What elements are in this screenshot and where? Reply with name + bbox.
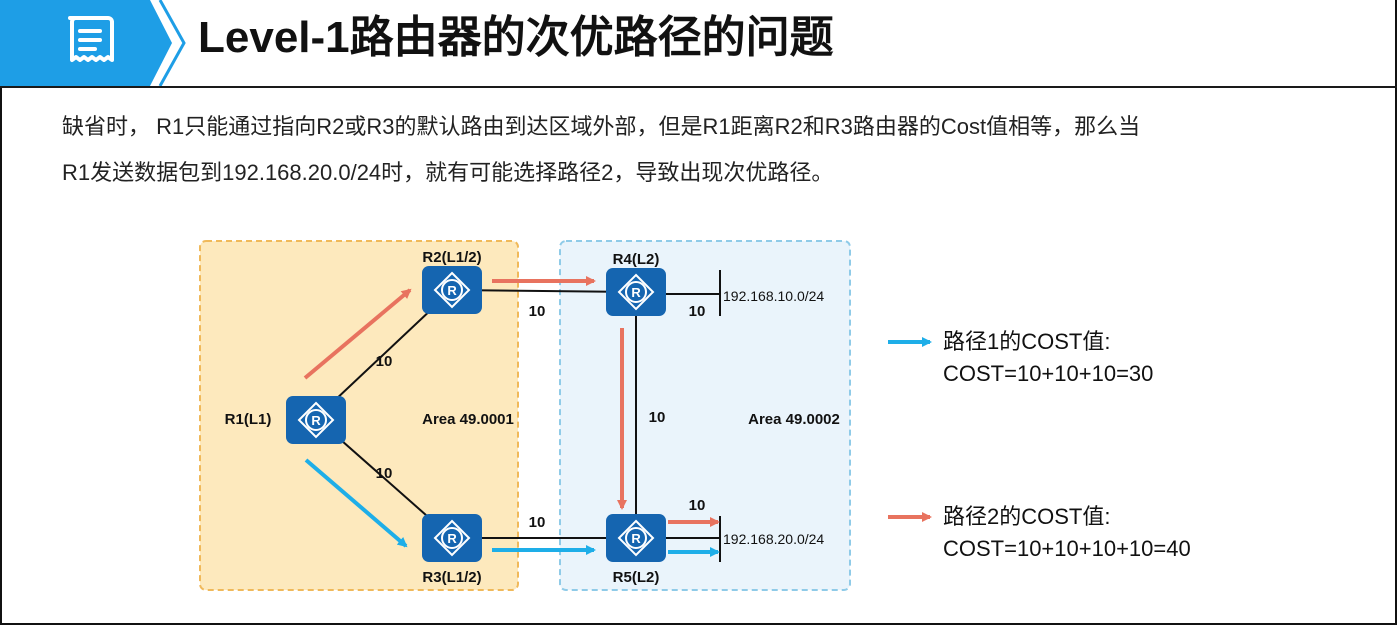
network-prefix-2: 192.168.20.0/24 (723, 531, 824, 547)
router-r1-icon (285, 395, 347, 445)
router-r5-icon (605, 513, 667, 563)
router-label-r3: R3(L1/2) (422, 569, 481, 586)
area-49-0002 (559, 240, 851, 591)
cost-r1-r2: 10 (376, 353, 393, 370)
router-label-r1: R1(L1) (225, 411, 272, 428)
legend-path2-value: COST=10+10+10+10=40 (943, 536, 1191, 561)
link-r2-r4 (451, 289, 637, 293)
path2-arrow-r1-r2 (303, 288, 412, 380)
description-line-2: R1发送数据包到192.168.20.0/24时，就有可能选择路径2，导致出现次… (62, 160, 834, 185)
area-label-49-0002: Area 49.0002 (748, 411, 840, 428)
router-r3-icon (421, 513, 483, 563)
cost-r4-net1: 10 (689, 303, 706, 320)
router-label-r2: R2(L1/2) (422, 249, 481, 266)
legend-path1-title: 路径1的COST值: (943, 329, 1110, 354)
router-r4-icon (605, 267, 667, 317)
router-label-r5: R5(L2) (613, 569, 660, 586)
document-icon (68, 16, 114, 62)
title-banner (0, 0, 186, 86)
page-title: Level-1路由器的次优路径的问题 (198, 13, 834, 62)
title-divider (0, 86, 1397, 88)
cost-r1-r3: 10 (376, 465, 393, 482)
router-r2-icon (421, 265, 483, 315)
area-49-0001 (199, 240, 519, 591)
title-bar: Level-1路由器的次优路径的问题 (0, 0, 1397, 86)
path1-arrow-r1-r3 (304, 458, 408, 548)
description-line-1: 缺省时， R1只能通过指向R2或R3的默认路由到达区域外部，但是R1距离R2和R… (62, 114, 1141, 139)
legend-path2-title: 路径2的COST值: (943, 504, 1110, 529)
legend-path1-value: COST=10+10+10=30 (943, 361, 1153, 386)
network-prefix-1: 192.168.10.0/24 (723, 288, 824, 304)
cost-r2-r4: 10 (529, 303, 546, 320)
cost-r3-r5: 10 (529, 514, 546, 531)
cost-r5-net2: 10 (689, 497, 706, 514)
router-label-r4: R4(L2) (613, 251, 660, 268)
area-label-49-0001: Area 49.0001 (422, 411, 514, 428)
cost-r4-r5: 10 (649, 409, 666, 426)
description: 缺省时， R1只能通过指向R2或R3的默认路由到达区域外部，但是R1距离R2和R… (62, 104, 1362, 196)
